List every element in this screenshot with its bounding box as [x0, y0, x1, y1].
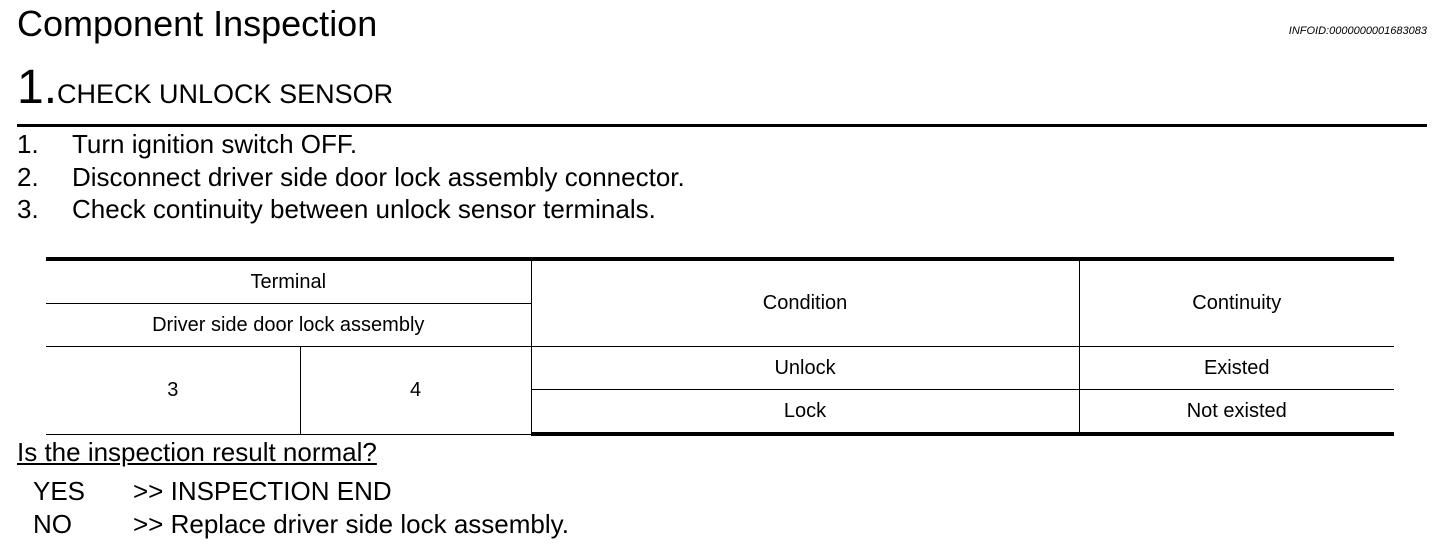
- component-header: Driver side door lock assembly: [46, 303, 532, 347]
- table-row: 3 4 Unlock Existed: [46, 346, 1395, 435]
- instruction-text: Check continuity between unlock sensor t…: [72, 194, 656, 224]
- condition-header: Condition: [530, 257, 1080, 347]
- info-id: INFOID:0000000001683083: [1288, 25, 1427, 37]
- step-number: 1.: [17, 61, 58, 114]
- answer-key: YES: [33, 476, 86, 506]
- terminal-cell: 3: [46, 346, 301, 435]
- instruction-text: Disconnect driver side door lock assembl…: [72, 161, 685, 192]
- page-title: Component Inspection: [17, 3, 378, 44]
- terminal-cell: 4: [300, 346, 532, 435]
- condition-cell: Unlock: [531, 346, 1080, 390]
- answer-text: >> Replace driver side lock assembly.: [133, 508, 569, 539]
- instruction-number: 1.: [17, 129, 39, 159]
- instruction-list: 1. Turn ignition switch OFF. 2. Disconne…: [17, 128, 685, 226]
- table-row: Lock Not existed: [46, 389, 1395, 436]
- instruction-number: 2.: [17, 161, 39, 192]
- section-divider: [17, 124, 1427, 127]
- instruction-number: 3.: [17, 194, 39, 224]
- continuity-table: Terminal Condition Continuity Driver sid…: [46, 257, 1395, 436]
- instruction-item: 2. Disconnect driver side door lock asse…: [17, 161, 685, 194]
- inspection-question: Is the inspection result normal?: [17, 437, 377, 467]
- step-title: CHECK UNLOCK SENSOR: [57, 79, 394, 109]
- table-header-row: Driver side door lock assembly: [46, 303, 1394, 347]
- step-heading: 1.CHECK UNLOCK SENSOR: [17, 62, 393, 118]
- instruction-text: Turn ignition switch OFF.: [72, 129, 358, 159]
- continuity-cell: Not existed: [1079, 389, 1395, 436]
- condition-cell: Lock: [531, 389, 1080, 436]
- continuity-cell: Existed: [1079, 346, 1395, 390]
- answer-text: >> INSPECTION END: [133, 476, 392, 506]
- answer-key: NO: [33, 508, 72, 539]
- terminal-header: Terminal: [46, 257, 532, 304]
- table-header-row: Terminal Condition Continuity: [46, 257, 1395, 347]
- continuity-header: Continuity: [1079, 257, 1395, 347]
- instruction-item: 1. Turn ignition switch OFF.: [17, 128, 685, 161]
- instruction-item: 3. Check continuity between unlock senso…: [17, 193, 685, 226]
